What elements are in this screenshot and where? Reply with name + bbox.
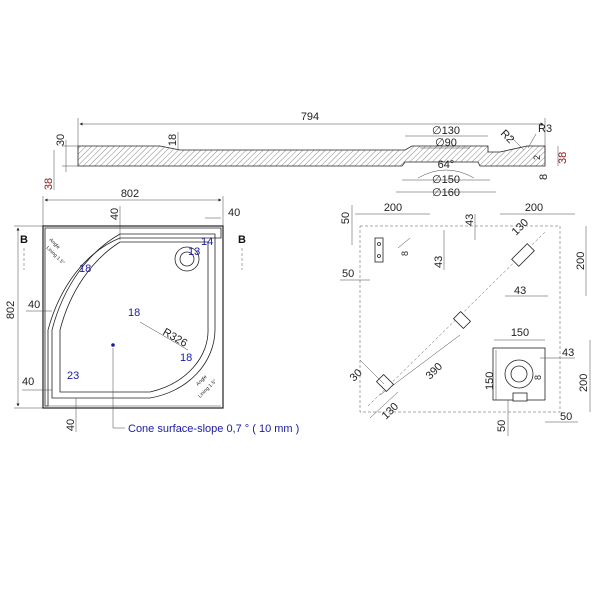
length-label: 794 bbox=[301, 111, 319, 123]
bracket-mid bbox=[452, 310, 472, 330]
dim-200-right-label: 200 bbox=[525, 202, 543, 214]
bolt-hole bbox=[377, 242, 381, 246]
dim-130-bottom-line bbox=[369, 391, 399, 419]
angle-arc bbox=[417, 169, 475, 179]
top-40-label: 40 bbox=[109, 208, 121, 220]
dim-38-right-label: 38 bbox=[557, 152, 569, 164]
dim-43-a-label: 43 bbox=[464, 214, 476, 226]
dim-8-label: 8 bbox=[538, 174, 550, 180]
bolt-hole bbox=[377, 254, 381, 258]
section-profile bbox=[77, 145, 546, 167]
center-point bbox=[111, 343, 115, 347]
quadrant-basin-inner bbox=[59, 241, 209, 393]
drain-outer bbox=[174, 246, 200, 272]
inner-thick-label: 18 bbox=[167, 134, 179, 146]
dim-150-h-label: 150 bbox=[511, 327, 529, 339]
dim-43-d-label: 43 bbox=[562, 347, 574, 359]
bottom-40-label: 40 bbox=[65, 419, 77, 431]
dim-43-c-label: 43 bbox=[514, 285, 526, 297]
dim-150-v-label: 150 bbox=[484, 372, 496, 390]
dim-200-left-label: 200 bbox=[384, 202, 402, 214]
dim-390-label: 390 bbox=[424, 361, 445, 382]
bracket-top-right bbox=[511, 243, 535, 267]
bracket-bottom-left bbox=[375, 373, 395, 393]
r3-leader bbox=[527, 133, 537, 149]
dim-90-label: ∅90 bbox=[435, 137, 457, 149]
r2-leader bbox=[509, 135, 525, 151]
tray-rim bbox=[44, 227, 222, 407]
dim-130-bottom-label: 130 bbox=[380, 401, 401, 422]
cone-note: Cone surface-slope 0,7 ° ( 10 mm ) bbox=[128, 423, 299, 435]
height-label: 802 bbox=[5, 301, 17, 319]
label-18-c: 18 bbox=[180, 352, 192, 364]
drain-mount-tab bbox=[512, 392, 528, 402]
dim-8-a-leader bbox=[397, 237, 411, 249]
dim-30-label: 30 bbox=[348, 367, 365, 384]
section-marker-left: B bbox=[20, 234, 28, 246]
bracket-top-left bbox=[374, 237, 384, 263]
right-40-label: 40 bbox=[228, 207, 240, 219]
r2-label: R2 bbox=[498, 128, 516, 146]
section-view: 794 30 38 18 ∅130 ∅90 64° ∅150 ∅160 R2 R… bbox=[43, 111, 569, 199]
cone-note-leader bbox=[112, 348, 125, 429]
dim-200-right2-label: 200 bbox=[578, 374, 590, 392]
thick-label: 30 bbox=[55, 134, 67, 146]
label-18-a: 18 bbox=[79, 263, 91, 275]
frame-view: 200 200 50 8 43 43 130 200 50 43 390 bbox=[340, 202, 591, 436]
drain-mount-inner bbox=[510, 365, 528, 383]
plan-view: 802 802 R326 40 40 40 40 40 B B bbox=[5, 188, 299, 435]
dim-8-a-label: 8 bbox=[400, 251, 410, 256]
label-14: 14 bbox=[201, 236, 213, 248]
dim-38-left-label: 38 bbox=[43, 178, 55, 190]
left-40-label: 40 bbox=[28, 299, 40, 311]
width-label: 802 bbox=[121, 188, 139, 200]
dim-130-label: ∅130 bbox=[432, 125, 460, 137]
dim-50-top-label: 50 bbox=[340, 212, 352, 224]
dim-30-line bbox=[359, 359, 385, 385]
frame-outline bbox=[359, 225, 561, 413]
dim-130-top-label: 130 bbox=[510, 217, 531, 238]
section-marker-right: B bbox=[238, 234, 246, 246]
dim-50-bottom-a-label: 50 bbox=[496, 420, 508, 432]
dim-50-mid-label: 50 bbox=[342, 268, 354, 280]
quadrant-basin-outer bbox=[51, 233, 216, 399]
drain-mount bbox=[492, 347, 546, 401]
label-18-b: 18 bbox=[128, 307, 140, 319]
drain-inner bbox=[179, 251, 195, 267]
drain-mount-outer bbox=[504, 359, 534, 389]
label-13: 13 bbox=[188, 246, 200, 258]
left-40b-label: 40 bbox=[22, 376, 34, 388]
dim-150-label: ∅150 bbox=[432, 174, 460, 186]
dim-200-right-v-label: 200 bbox=[575, 252, 587, 270]
r3-label: R3 bbox=[538, 123, 552, 135]
dim-43-b-label: 43 bbox=[433, 256, 445, 268]
label-23: 23 bbox=[67, 370, 79, 382]
dim-8-b-label: 8 bbox=[533, 375, 543, 380]
dim-160-label: ∅160 bbox=[432, 187, 460, 199]
angle-label: 64° bbox=[438, 159, 455, 171]
dim-50-bottom-b-label: 50 bbox=[560, 411, 572, 423]
dim-2-label: 2 bbox=[532, 155, 542, 160]
radius-leader bbox=[139, 321, 189, 351]
